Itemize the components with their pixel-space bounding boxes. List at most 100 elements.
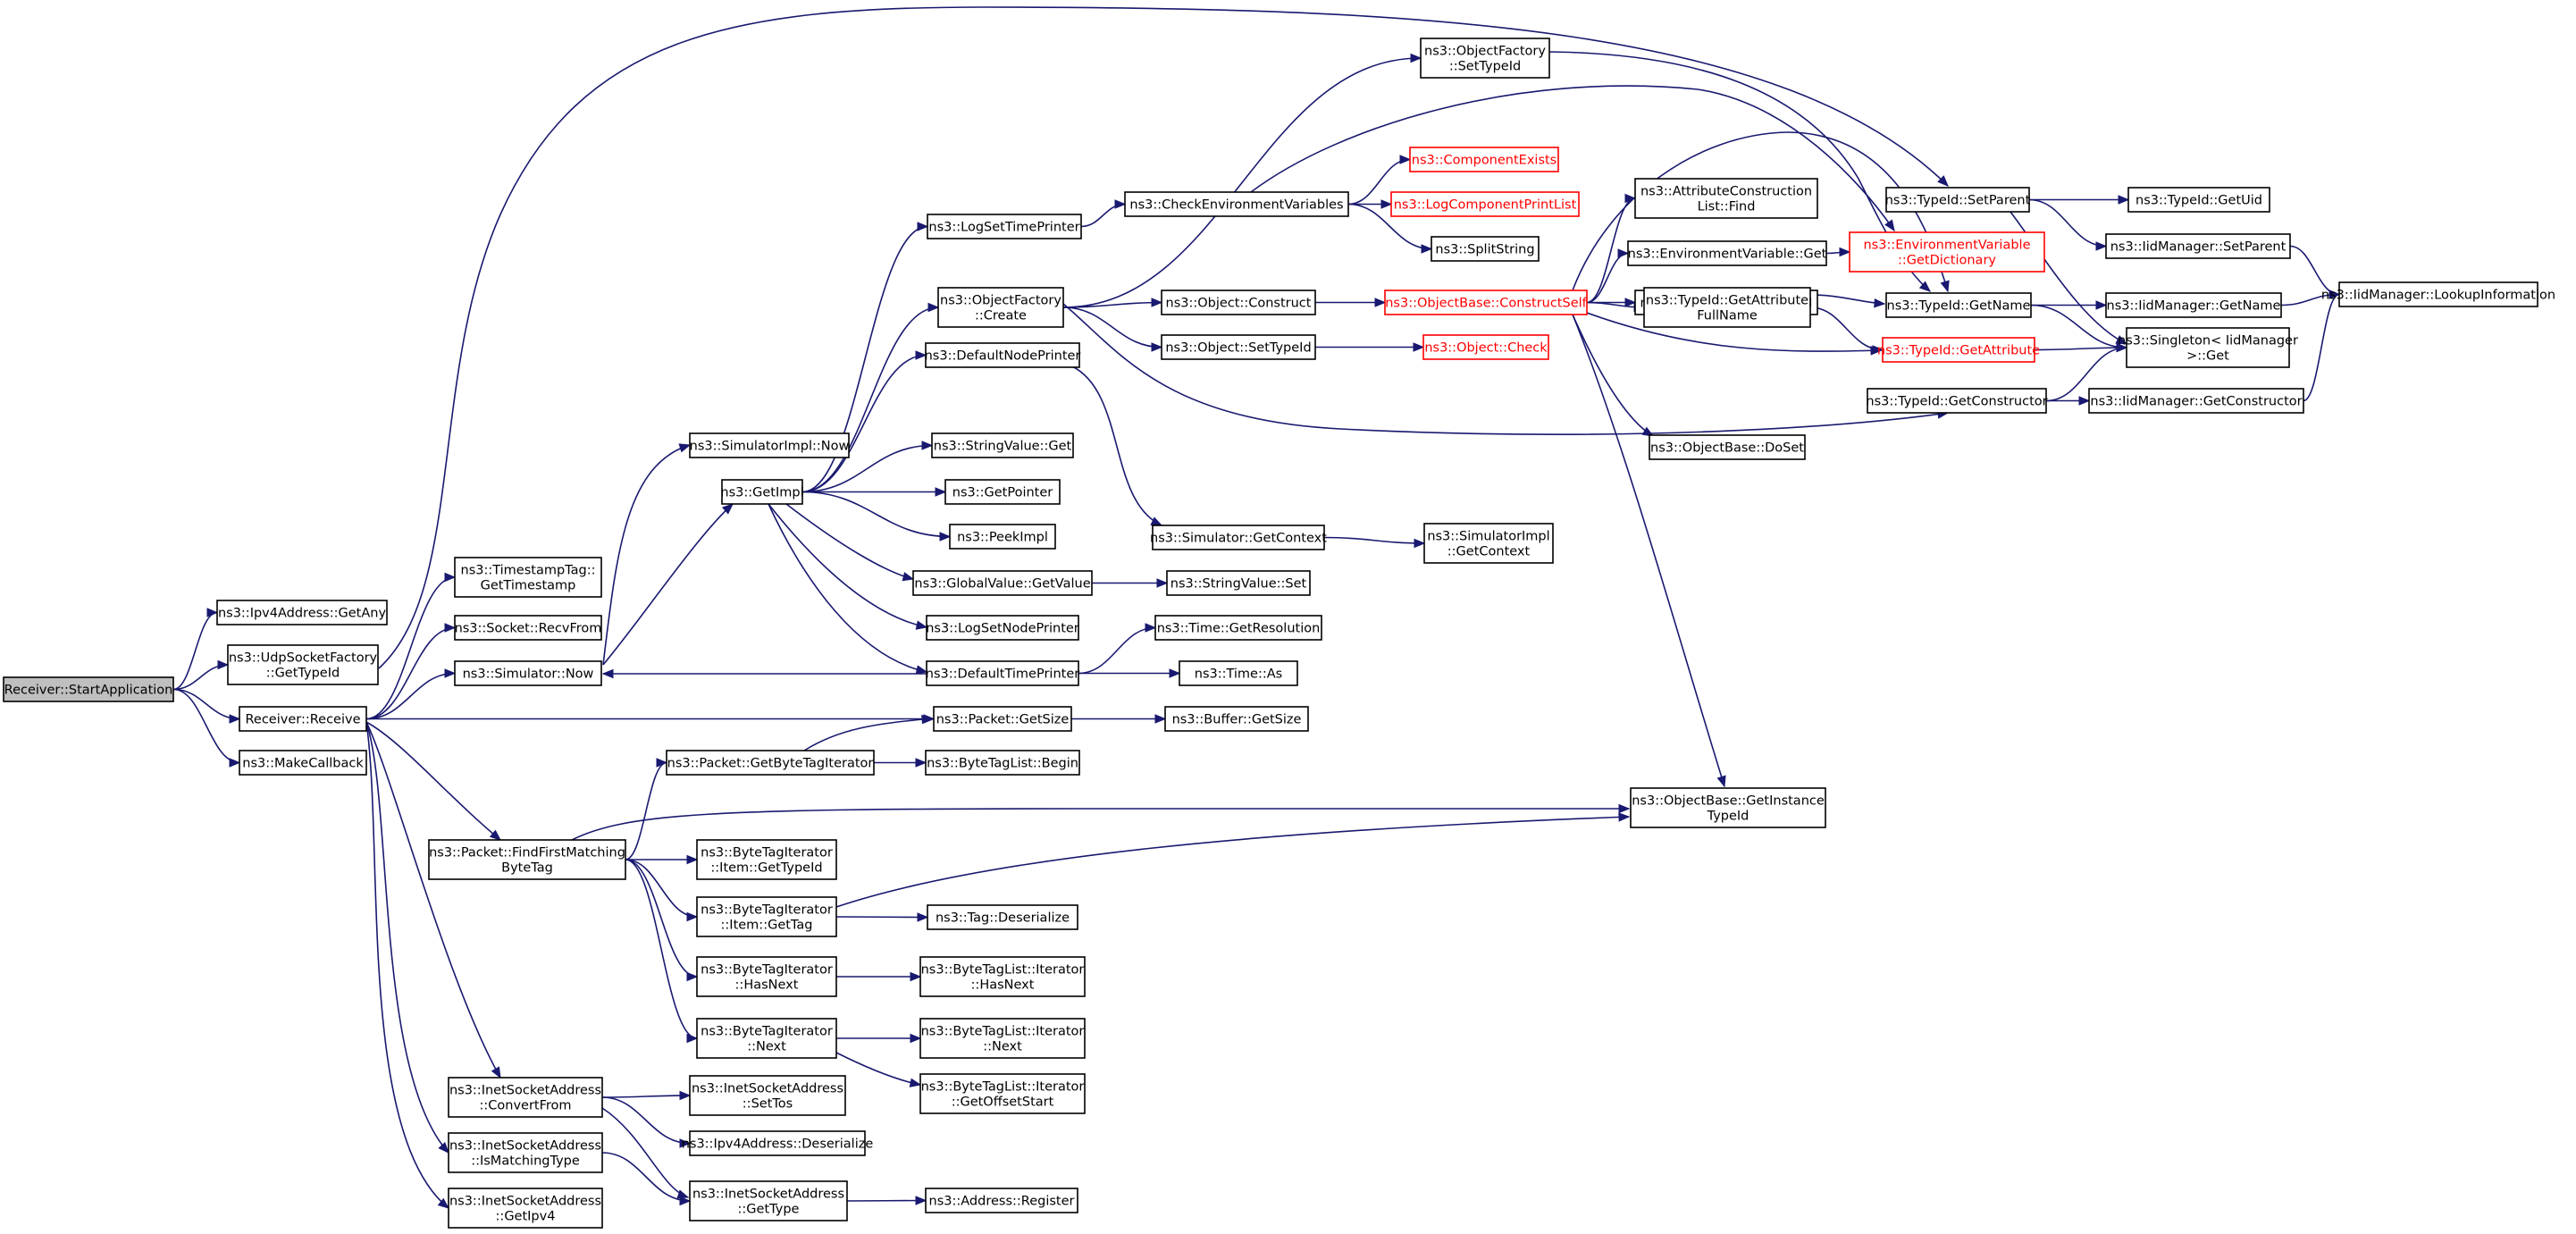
node-box — [1867, 388, 2047, 414]
node-n64[interactable]: ns3::ByteTagList::Iterator::Next — [919, 1018, 1086, 1059]
node-n7[interactable]: ns3::IidManager::SetParent — [2105, 233, 2291, 259]
node-label: ::ConvertFrom — [479, 1099, 571, 1113]
node-n21[interactable]: ns3::ObjectFactory::Create — [937, 287, 1064, 328]
node-n10[interactable]: ns3::TimestampTag::GetTimestamp — [454, 557, 602, 598]
node-n34[interactable]: ns3::Object::Construct — [1161, 290, 1316, 315]
node-n39[interactable]: ns3::EnvironmentVariable::Get — [1627, 240, 1827, 266]
node-n59[interactable]: ns3::ByteTagIterator::Item::GetTag — [696, 896, 837, 937]
edge-n3-n11 — [365, 623, 457, 720]
node-n4[interactable]: ns3::MakeCallback — [239, 750, 367, 776]
node-n50[interactable]: ns3::Simulator::GetContext — [1150, 525, 1327, 550]
node-n29[interactable]: ns3::ObjectFactory::SetTypeId — [1420, 38, 1550, 79]
node-n15[interactable]: ns3::InetSocketAddress::ConvertFrom — [448, 1077, 603, 1118]
node-n9[interactable]: ns3::IidManager::LookupInformation — [2321, 281, 2555, 307]
arrowhead — [1872, 345, 1884, 355]
edge-n26-n52 — [1092, 578, 1169, 588]
node-n63[interactable]: ns3::ByteTagIterator::Next — [696, 1018, 837, 1059]
node-n52[interactable]: ns3::StringValue::Set — [1166, 570, 1311, 596]
arrowhead — [1151, 342, 1163, 352]
edge-n39-n40 — [1825, 247, 1851, 257]
node-n45[interactable]: ns3::TypeId::GetAttribute — [1877, 337, 2040, 363]
edge-n19-n21 — [801, 302, 940, 493]
node-n37[interactable]: ns3::Object::Check — [1422, 334, 1549, 360]
edge-line — [2010, 211, 2127, 345]
arrowhead — [489, 829, 502, 841]
node-n23[interactable]: ns3::StringValue::Get — [931, 432, 1074, 458]
node-n47[interactable]: ns3::IidManager::GetConstructor — [2088, 388, 2304, 414]
node-box — [919, 1073, 1086, 1114]
node-n27[interactable]: ns3::LogSetNodePrinter — [926, 615, 1079, 641]
node-label: ns3::InetSocketAddress — [692, 1188, 844, 1202]
edge-n22-n50 — [1071, 365, 1163, 526]
node-n18[interactable]: ns3::SimulatorImpl::Now — [689, 432, 850, 458]
node-n42[interactable]: ns3::TypeId::GetName — [1885, 292, 2032, 318]
node-n40[interactable]: ns3::EnvironmentVariable::GetDictionary — [1849, 231, 2045, 273]
arrowhead — [438, 1141, 449, 1154]
node-label: GetTimestamp — [481, 579, 576, 593]
node-n31[interactable]: ns3::ComponentExists — [1409, 147, 1559, 172]
node-n54[interactable]: ns3::Time::As — [1179, 660, 1298, 686]
edge-n28-n53 — [1078, 623, 1157, 675]
arrowhead — [939, 532, 952, 541]
node-n33[interactable]: ns3::SplitString — [1431, 236, 1540, 262]
node-n8[interactable]: ns3::Singleton< IidManager>::Get — [2118, 327, 2298, 368]
node-n24[interactable]: ns3::GetPointer — [944, 479, 1061, 505]
node-n67[interactable]: ns3::Ipv4Address::Deserialize — [682, 1130, 874, 1156]
node-n3[interactable]: Receiver::Receive — [239, 706, 367, 732]
node-n17[interactable]: ns3::InetSocketAddress::GetIpv4 — [448, 1188, 603, 1229]
node-n51[interactable]: ns3::SimulatorImpl::GetContext — [1423, 523, 1554, 564]
edge-line — [571, 808, 1629, 841]
arrowhead — [1374, 298, 1387, 307]
node-n30[interactable]: ns3::CheckEnvironmentVariables — [1124, 191, 1349, 217]
edge-n19-n23 — [801, 441, 934, 493]
node-n56[interactable]: ns3::Packet::GetByteTagIterator — [666, 750, 875, 776]
node-n0[interactable]: Receiver::StartApplication — [3, 676, 174, 702]
node-n26[interactable]: ns3::GlobalValue::GetValue — [912, 570, 1093, 596]
node-n48[interactable]: ns3::ObjectBase::DoSet — [1649, 434, 1806, 460]
node-n66[interactable]: ns3::InetSocketAddress::SetTos — [689, 1075, 846, 1116]
node-n53[interactable]: ns3::Time::GetResolution — [1154, 615, 1322, 641]
node-label: ns3::Time::GetResolution — [1157, 622, 1321, 636]
node-box — [1124, 191, 1349, 217]
edge-line — [602, 503, 734, 666]
edge-n68-n69 — [846, 1196, 927, 1205]
node-n11[interactable]: ns3::Socket::RecvFrom — [454, 615, 602, 641]
arrowhead — [1618, 803, 1631, 814]
arrowhead — [915, 620, 928, 630]
node-n25[interactable]: ns3::PeekImpl — [949, 524, 1056, 550]
node-n2[interactable]: ns3::UdpSocketFactory::GetTypeId — [227, 644, 379, 685]
node-box — [696, 896, 837, 937]
node-n32[interactable]: ns3::LogComponentPrintList — [1390, 191, 1580, 217]
node-n12[interactable]: ns3::Simulator::Now — [454, 660, 602, 686]
node-n55[interactable]: ns3::Buffer::GetSize — [1164, 706, 1309, 732]
node-n5[interactable]: ns3::TypeId::SetParent — [1885, 187, 2031, 213]
node-n6[interactable]: ns3::TypeId::GetUid — [2127, 187, 2270, 213]
node-n62[interactable]: ns3::ByteTagList::Iterator::HasNext — [919, 956, 1086, 997]
node-n58[interactable]: ns3::ByteTagIterator::Item::GetTypeId — [696, 839, 837, 880]
edge-line — [801, 491, 951, 538]
node-n68[interactable]: ns3::InetSocketAddress::GetType — [689, 1180, 848, 1221]
node-n20[interactable]: ns3::LogSetTimePrinter — [927, 214, 1082, 239]
node-n35[interactable]: ns3::Object::SetTypeId — [1161, 334, 1316, 360]
node-label: ns3::ByteTagList::Iterator — [921, 963, 1085, 978]
node-n19[interactable]: ns3::GetImpl — [720, 479, 804, 505]
node-n46[interactable]: ns3::TypeId::GetConstructor — [1866, 388, 2048, 414]
node-n65[interactable]: ns3::ByteTagList::Iterator::GetOffsetSta… — [919, 1073, 1086, 1114]
node-n16[interactable]: ns3::InetSocketAddress::IsMatchingType — [448, 1132, 603, 1173]
node-n61[interactable]: ns3::ByteTagIterator::HasNext — [696, 956, 837, 997]
node-n60[interactable]: ns3::Tag::Deserialize — [927, 904, 1078, 930]
node-box — [216, 600, 388, 625]
node-n36[interactable]: ns3::ObjectBase::ConstructSelf — [1384, 290, 1588, 315]
node-n28[interactable]: ns3::DefaultTimePrinter — [926, 660, 1079, 686]
node-n13[interactable]: ns3::Packet::GetSize — [933, 706, 1072, 732]
node-n22[interactable]: ns3::DefaultNodePrinter — [925, 342, 1081, 368]
node-n1[interactable]: ns3::Ipv4Address::GetAny — [216, 600, 388, 625]
node-n43[interactable]: ns3::IidManager::GetName — [2105, 292, 2282, 318]
node-box — [689, 1130, 866, 1156]
node-n69[interactable]: ns3::Address::Register — [925, 1188, 1078, 1213]
node-n57[interactable]: ns3::ByteTagList::Begin — [925, 750, 1080, 776]
